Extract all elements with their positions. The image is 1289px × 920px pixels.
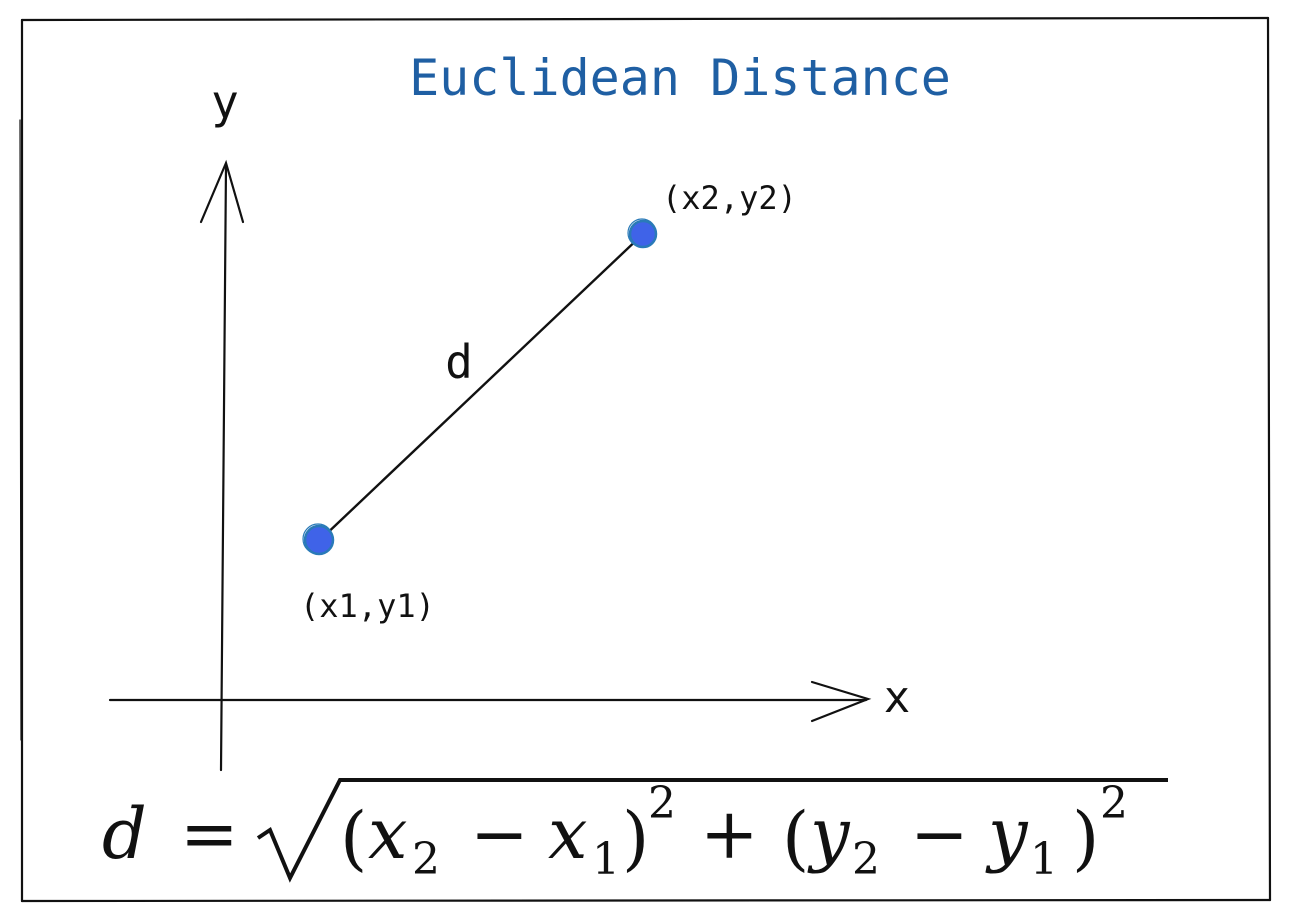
formula-x1: x: [548, 793, 587, 875]
formula-open-paren-2: (: [782, 797, 809, 879]
segment-label: d: [445, 335, 473, 389]
distance-segment: [319, 233, 644, 541]
point-1: [302, 523, 335, 556]
formula-open-paren-1: (: [340, 797, 367, 879]
formula-y1: y: [985, 793, 1029, 875]
frame-border: [19, 16, 1272, 903]
x-axis-label: x: [884, 672, 911, 723]
formula-x2-sub: 2: [412, 834, 440, 885]
formula-close-paren-2: ): [1072, 797, 1099, 879]
formula-x2: x: [368, 793, 407, 875]
diagram-title: Euclidean Distance: [409, 49, 951, 107]
formula-pow-1: 2: [648, 778, 676, 829]
formula-y2-sub: 2: [852, 834, 880, 885]
y-axis-label: y: [211, 75, 239, 129]
formula-minus-1: −: [470, 793, 529, 875]
sqrt-sign: [256, 778, 1168, 883]
formula-x1-sub: 1: [592, 834, 620, 885]
y-axis: [199, 159, 245, 772]
formula-minus-2: −: [910, 793, 969, 875]
x-axis: [108, 680, 872, 723]
point-2: [627, 218, 658, 249]
formula-plus: +: [700, 793, 759, 875]
point-2-label: (x2,y2): [662, 179, 797, 217]
formula-equals: =: [180, 793, 239, 875]
formula-close-paren-1: ): [622, 797, 649, 879]
point-1-label: (x1,y1): [300, 587, 435, 625]
distance-formula: d = ( x 2 − x 1 ) 2 + ( y 2 − y 1 ) 2: [102, 778, 1168, 885]
formula-lhs: d: [102, 793, 147, 875]
formula-pow-2: 2: [1100, 778, 1128, 829]
formula-y2: y: [807, 793, 851, 875]
formula-y1-sub: 1: [1030, 834, 1058, 885]
